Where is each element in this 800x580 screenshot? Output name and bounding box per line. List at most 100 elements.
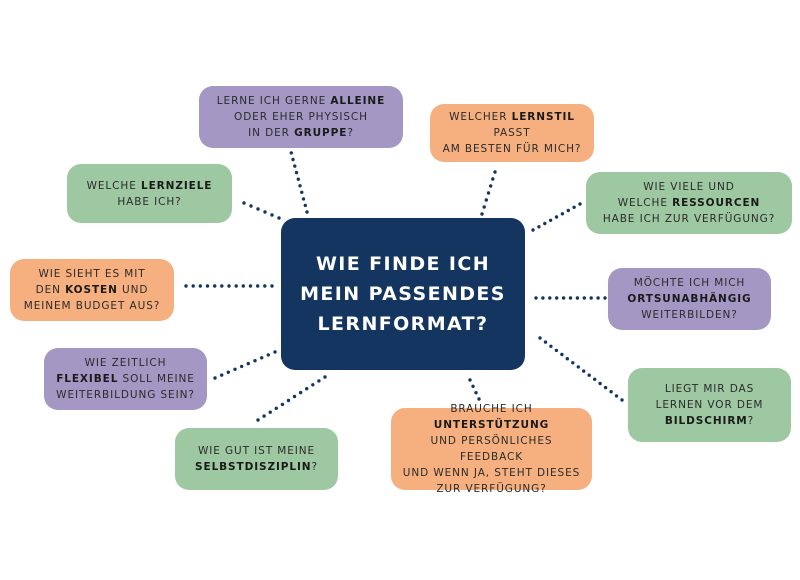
question-text-line: ORTSUNABHÄNGIG [627, 291, 751, 307]
question-text-segment: WELCHER [449, 111, 512, 123]
connector-dot [240, 364, 244, 369]
connector-dot [198, 284, 202, 288]
question-text-line: HABE ICH ZUR VERFÜGUNG? [603, 211, 775, 227]
question-text-line: MEINEM BUDGET AUS? [24, 298, 160, 314]
connector-dot [263, 284, 267, 288]
question-text-line: WELCHER LERNSTIL PASST [436, 109, 588, 141]
connector-dot [246, 361, 250, 366]
connector-dot [548, 296, 552, 300]
connector-dot [298, 184, 302, 188]
connector-dot [253, 359, 257, 363]
dotted-connector-5 [184, 284, 274, 288]
connector-dot [555, 296, 559, 300]
connector-dot [256, 284, 260, 288]
question-text-line: SELBSTDISZIPLIN? [195, 459, 318, 475]
connector-dot [474, 391, 478, 395]
question-keyword: GRUPPE [294, 127, 348, 139]
connector-dot [256, 418, 260, 422]
dotted-connector-2 [480, 170, 497, 216]
connector-dot [292, 394, 297, 399]
question-text-segment: WELCHE [86, 179, 141, 192]
connector-dot [486, 191, 491, 195]
connector-dot [227, 284, 231, 288]
connector-dot [270, 213, 274, 217]
connector-dot [593, 377, 597, 381]
connector-dot [538, 336, 542, 340]
connector-dot [311, 383, 315, 387]
question-text-segment: UND [117, 284, 149, 296]
question-bubble-1: LERNE ICH GERNE ALLEINE ODER EHER PHYSISC… [199, 86, 403, 148]
connector-dot [572, 205, 576, 209]
question-text-line: WEITERBILDUNG SEIN? [56, 387, 195, 403]
question-text-segment: LIEGT MIR DAS [664, 383, 755, 395]
question-keyword: SELBSTDISZIPLIN [195, 461, 312, 473]
connector-dot [560, 212, 565, 216]
connector-dot [534, 296, 538, 300]
central-question-box: WIE FINDE ICH MEIN PASSENDES LERNFORMAT? [281, 218, 525, 370]
question-text-line: FLEXIBEL SOLL MEINE [56, 371, 195, 387]
dotted-connector-4 [531, 202, 582, 232]
connector-dot [484, 198, 488, 202]
connector-dot [191, 284, 195, 288]
connector-dot [587, 373, 591, 377]
question-text-line: LERNE ICH GERNE ALLEINE [217, 93, 385, 109]
connector-dot [566, 208, 570, 213]
question-text-line: IN DER GRUPPE? [217, 125, 385, 141]
question-text-segment: ODER EHER PHYSISCH [234, 111, 368, 123]
connector-dot [603, 385, 608, 390]
connector-dot [184, 284, 188, 288]
connector-dot [220, 373, 224, 377]
question-text-line: WIE VIELE UND [603, 179, 775, 195]
connector-dot [262, 414, 266, 418]
connector-dot [589, 296, 593, 300]
connector-dot [213, 284, 217, 288]
connector-dot [268, 410, 272, 414]
connector-dot [273, 350, 277, 354]
connector-dot [560, 352, 564, 357]
question-keyword: UNTERSTÜTZUNG [433, 419, 550, 431]
connector-dot [242, 201, 246, 205]
question-text-segment: WIE ZEITLICH [84, 357, 167, 369]
connector-dot [578, 202, 582, 206]
connector-dot [249, 204, 253, 208]
connector-dot [266, 353, 270, 357]
question-text-segment: LERNEN VOR DEM [655, 399, 764, 411]
dotted-connector-3 [242, 201, 281, 220]
question-text-line: ODER EHER PHYSISCH [217, 109, 385, 125]
question-text-line: WELCHE RESSOURCEN [603, 195, 775, 211]
connector-dot [561, 296, 566, 300]
question-text-line: UND PERSÖNLICHES FEEDBACK [397, 433, 586, 465]
connector-dot [549, 344, 553, 348]
question-text-line: WELCHE LERNZIELE [87, 178, 213, 194]
question-text-segment: ? [347, 127, 354, 139]
connector-dot [305, 387, 309, 391]
question-keyword: LERNSTIL [511, 111, 575, 123]
connector-dot [543, 221, 547, 226]
connector-dot [620, 398, 624, 402]
connector-dot [280, 402, 285, 407]
connector-dot [260, 356, 264, 360]
question-text-segment: HABE ICH ZUR VERFÜGUNG? [602, 213, 776, 225]
question-keyword: BILDSCHIRM [664, 415, 748, 427]
question-keyword: KOSTEN [65, 284, 118, 296]
connector-dot [226, 370, 230, 374]
question-text-line: WIE ZEITLICH [56, 355, 195, 371]
connector-dot [274, 406, 278, 410]
connector-dot [554, 348, 559, 353]
connector-dot [256, 207, 260, 211]
connector-dot [541, 296, 545, 300]
question-keyword: RESSOURCEN [672, 197, 761, 209]
question-text-line: HABE ICH? [87, 194, 213, 210]
connector-dot [531, 228, 535, 232]
connector-dot [300, 190, 304, 194]
